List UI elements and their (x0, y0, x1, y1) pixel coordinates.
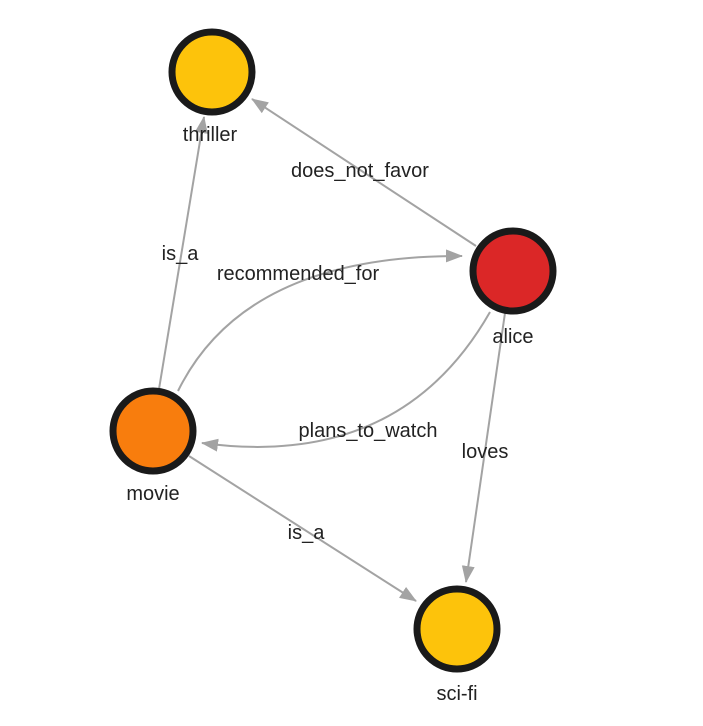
edge-label-alice-sci-fi: loves (462, 441, 509, 463)
edge-labels-layer: is_a does_not_favor recommended_for plans_t… (162, 160, 509, 544)
edge-movie-thriller (158, 116, 208, 390)
nodes-layer (109, 28, 557, 673)
edge-alice-movie (201, 311, 491, 452)
edge-movie-alice (177, 249, 463, 392)
node-label-movie: movie (126, 483, 179, 505)
edge-alice-thriller (251, 98, 477, 247)
edge-movie-sci-fi (188, 455, 417, 602)
node-movie[interactable] (109, 387, 197, 475)
node-alice[interactable] (469, 227, 557, 315)
edge-label-movie-sci-fi: is_a (288, 522, 326, 544)
edges-layer (158, 98, 506, 602)
node-labels-layer: thriller alice movie sci-fi (126, 124, 533, 705)
node-label-alice: alice (492, 326, 533, 348)
edge-label-movie-alice: recommended_for (217, 263, 380, 285)
node-label-thriller: thriller (183, 124, 238, 146)
edge-label-alice-movie: plans_to_watch (299, 420, 438, 442)
node-sci-fi[interactable] (413, 585, 501, 673)
node-label-sci-fi: sci-fi (436, 683, 477, 705)
edge-label-alice-thriller: does_not_favor (291, 160, 429, 182)
node-thriller[interactable] (168, 28, 256, 116)
edge-alice-sci-fi (461, 312, 506, 583)
edge-label-movie-thriller: is_a (162, 243, 200, 265)
